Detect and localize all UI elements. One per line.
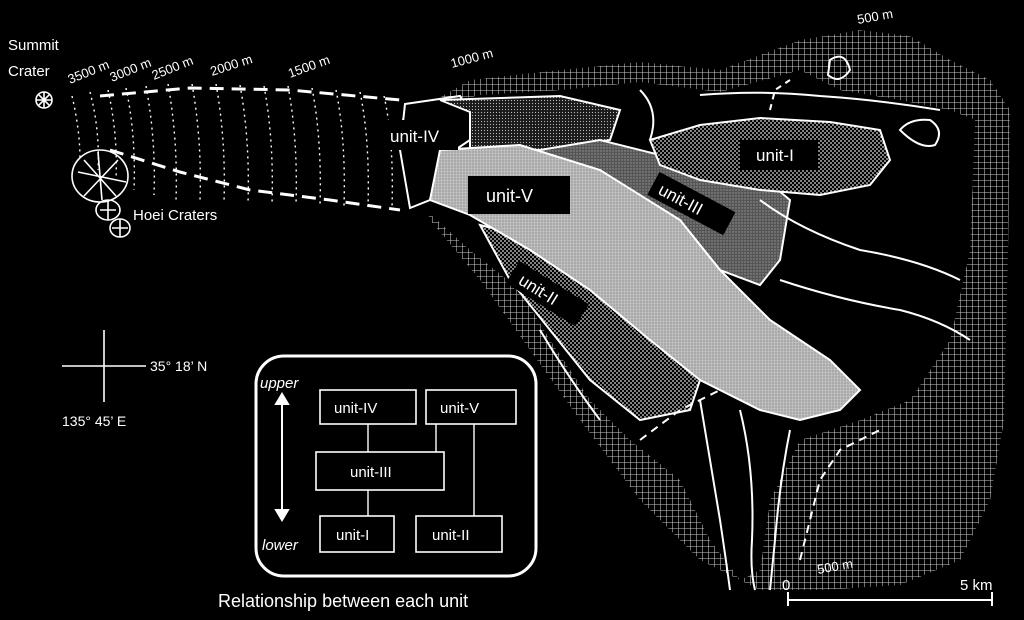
contour-label-1000: 1000 m <box>449 45 495 71</box>
unit-ii-label-box <box>505 260 590 327</box>
contour-label-3000: 3000 m <box>108 55 154 85</box>
dashed-boundary-south <box>639 389 721 441</box>
coordinate-cross-icon <box>62 330 146 402</box>
rel-box-unit-i <box>319 515 395 553</box>
unit-i-label-box <box>740 140 818 170</box>
unit-iii-label-box <box>647 171 736 236</box>
summit-crater-label-2: Crater <box>8 63 50 80</box>
rel-box-unit-ii <box>415 515 503 553</box>
stream-channels <box>539 55 971 591</box>
longitude-label: 135° 45’ E <box>62 413 126 429</box>
contour-label-2000: 2000 m <box>208 51 254 79</box>
dashed-boundary-east <box>799 429 881 561</box>
upper-slope-contours <box>71 83 394 209</box>
latitude-label: 35° 18’ N <box>150 358 207 374</box>
rel-box-unit-iii <box>315 451 445 491</box>
hoei-craters-label: Hoei Craters <box>133 207 217 224</box>
flow-path-dashed-upper <box>99 86 401 102</box>
rel-box-unit-ii-label: unit-II <box>432 527 470 544</box>
lower-label: lower <box>262 537 299 554</box>
hoei-craters-icon <box>71 149 131 238</box>
upper-label: upper <box>260 375 299 392</box>
rel-box-unit-v-label: unit-V <box>440 400 479 417</box>
unit-iv-label: unit-IV <box>390 127 440 146</box>
rel-box-unit-iv-label: unit-IV <box>334 400 377 417</box>
scale-bar-end-label: 5 km <box>960 577 993 594</box>
unit-v-label-box <box>468 176 570 214</box>
contour-label-500-bottom: 500 m <box>816 556 854 577</box>
relationship-title: Relationship between each unit <box>218 591 468 611</box>
rel-box-unit-iv <box>319 389 417 425</box>
unit-iv-label-box <box>384 120 458 150</box>
summit-crater-label-1: Summit <box>8 37 60 54</box>
contour-label-500-top: 500 m <box>856 6 894 27</box>
contour-label-2500: 2500 m <box>150 53 196 83</box>
scale-bar-start-label: 0 <box>782 577 790 594</box>
unit-v-label: unit-V <box>486 186 533 206</box>
rel-box-unit-v <box>425 389 517 425</box>
contour-label-3500: 3500 m <box>66 57 112 87</box>
contour-label-1500: 1500 m <box>286 52 332 81</box>
summit-crater-icon <box>35 91 53 109</box>
rel-box-unit-iii-label: unit-III <box>350 464 392 481</box>
unit-i-label: unit-I <box>756 146 794 165</box>
rel-box-unit-i-label: unit-I <box>336 527 369 544</box>
scale-bar <box>787 592 993 606</box>
flow-path-dashed-lower <box>109 148 401 212</box>
